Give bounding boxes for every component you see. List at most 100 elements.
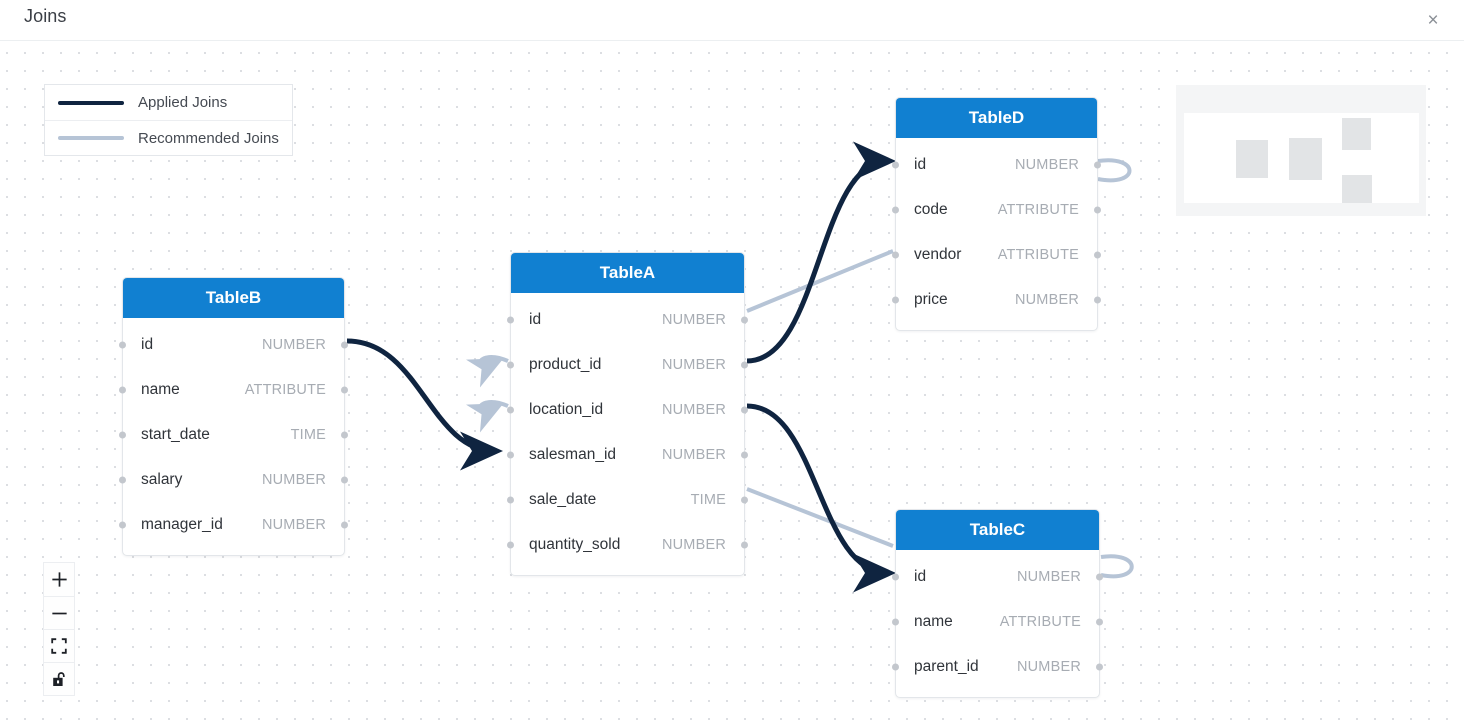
table-field-row[interactable]: parent_id NUMBER xyxy=(892,644,1103,689)
recommended-edge-a-to-c-header[interactable] xyxy=(746,487,894,548)
field-port-left[interactable] xyxy=(119,476,126,483)
minimap-viewport[interactable] xyxy=(1184,113,1419,203)
field-port-right[interactable] xyxy=(1094,296,1101,303)
recommended-joins-swatch xyxy=(58,136,124,140)
field-port-right[interactable] xyxy=(741,451,748,458)
field-name: id xyxy=(914,567,927,585)
field-port-left[interactable] xyxy=(892,618,899,625)
field-port-left[interactable] xyxy=(119,521,126,528)
field-port-right[interactable] xyxy=(341,386,348,393)
field-type: TIME xyxy=(290,426,326,443)
field-type: ATTRIBUTE xyxy=(997,246,1079,263)
field-port-left[interactable] xyxy=(892,663,899,670)
field-port-left[interactable] xyxy=(892,161,899,168)
table-node-header[interactable]: TableC xyxy=(896,510,1099,550)
recommended-edge-d-self-loop[interactable] xyxy=(1097,158,1132,183)
field-port-right[interactable] xyxy=(1096,618,1103,625)
table-node-header[interactable]: TableA xyxy=(511,253,744,293)
field-name: parent_id xyxy=(914,657,979,675)
field-port-left[interactable] xyxy=(892,206,899,213)
field-port-left[interactable] xyxy=(507,406,514,413)
applied-edge-b-id-to-a-salesman-id[interactable] xyxy=(346,338,503,471)
field-port-right[interactable] xyxy=(1096,663,1103,670)
field-port-right[interactable] xyxy=(341,476,348,483)
canvas-controls xyxy=(43,562,75,696)
close-icon[interactable]: × xyxy=(1427,9,1439,31)
field-name: code xyxy=(914,200,948,218)
legend-item-label: Recommended Joins xyxy=(138,129,279,147)
field-port-right[interactable] xyxy=(1094,161,1101,168)
recommended-edge-a-to-d-vendor[interactable] xyxy=(746,249,894,313)
field-name: id xyxy=(141,335,154,353)
field-port-left[interactable] xyxy=(507,361,514,368)
lock-toggle-button[interactable] xyxy=(44,662,74,695)
recommended-edge-c-self-loop[interactable] xyxy=(1100,554,1134,579)
field-port-right[interactable] xyxy=(1096,573,1103,580)
field-port-right[interactable] xyxy=(741,541,748,548)
field-type: NUMBER xyxy=(1016,658,1081,675)
field-type: NUMBER xyxy=(1014,156,1079,173)
field-port-left[interactable] xyxy=(119,386,126,393)
field-port-right[interactable] xyxy=(1094,251,1101,258)
minimap[interactable] xyxy=(1176,85,1426,216)
table-node-header[interactable]: TableD xyxy=(896,98,1097,138)
field-port-right[interactable] xyxy=(741,406,748,413)
field-port-left[interactable] xyxy=(892,573,899,580)
field-port-right[interactable] xyxy=(341,341,348,348)
field-port-left[interactable] xyxy=(892,296,899,303)
field-port-left[interactable] xyxy=(507,451,514,458)
zoom-in-button[interactable] xyxy=(44,563,74,596)
applied-edge-a-product-id-to-d-id[interactable] xyxy=(746,141,896,364)
recommended-edge-location-id[interactable] xyxy=(465,399,509,433)
field-port-left[interactable] xyxy=(507,496,514,503)
field-port-left[interactable] xyxy=(507,316,514,323)
field-port-right[interactable] xyxy=(741,316,748,323)
dialog-title-bar: Joins × xyxy=(0,0,1464,41)
field-port-left[interactable] xyxy=(119,431,126,438)
field-type: NUMBER xyxy=(1014,291,1079,308)
fit-view-button[interactable] xyxy=(44,629,74,662)
field-port-right[interactable] xyxy=(741,496,748,503)
field-port-left[interactable] xyxy=(892,251,899,258)
field-type: ATTRIBUTE xyxy=(999,613,1081,630)
field-port-left[interactable] xyxy=(119,341,126,348)
field-type: NUMBER xyxy=(661,446,726,463)
field-port-right[interactable] xyxy=(341,431,348,438)
recommended-edges xyxy=(465,158,1134,579)
table-node-header[interactable]: TableB xyxy=(123,278,344,318)
field-port-left[interactable] xyxy=(507,541,514,548)
minimap-node xyxy=(1236,140,1268,178)
field-port-right[interactable] xyxy=(341,521,348,528)
field-port-right[interactable] xyxy=(1094,206,1101,213)
zoom-out-button[interactable] xyxy=(44,596,74,629)
minimap-node xyxy=(1342,118,1371,150)
applied-edge-a-location-id-to-c-id[interactable] xyxy=(746,403,896,593)
field-port-right[interactable] xyxy=(741,361,748,368)
edge-layer xyxy=(346,141,1134,593)
recommended-edge-product-id[interactable] xyxy=(465,354,509,388)
